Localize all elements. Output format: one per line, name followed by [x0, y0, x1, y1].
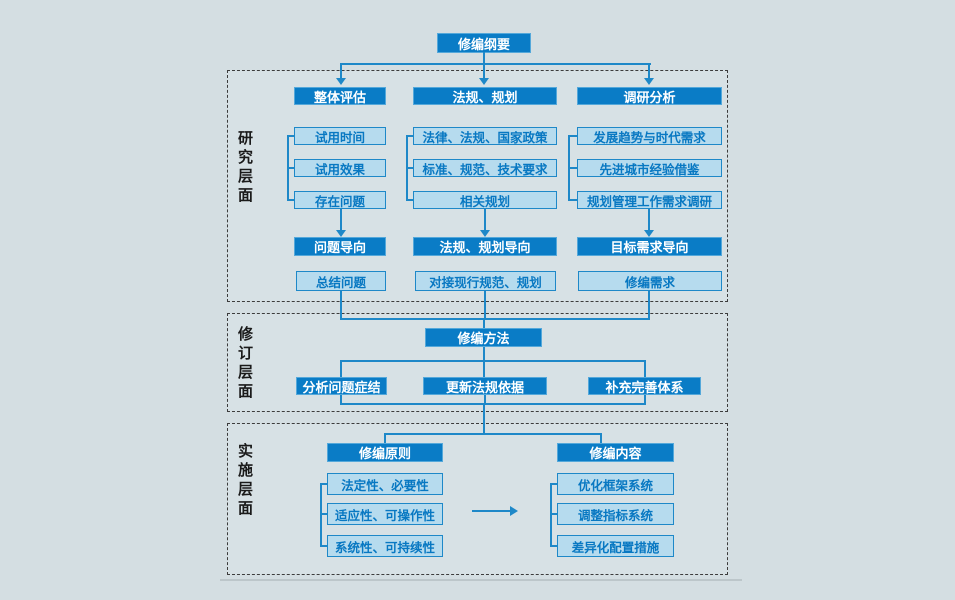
connector-vline	[483, 320, 485, 328]
connector-vline	[340, 360, 342, 377]
column-header-overall-evaluation: 整体评估	[294, 87, 386, 105]
connector-vline	[484, 209, 486, 230]
arrow-right-icon	[510, 506, 518, 516]
result-box-align: 对接现行规范、规划	[415, 271, 556, 291]
item-box: 标准、规范、技术要求	[413, 159, 557, 177]
connector-vline	[340, 209, 342, 230]
research-section	[227, 70, 728, 302]
connector-vline	[484, 395, 486, 404]
item-box: 相关规划	[413, 191, 557, 209]
connector-hline	[340, 403, 646, 405]
revision-method-box: 修编方法	[425, 328, 542, 347]
connector-hline	[384, 433, 602, 435]
item-box: 调整指标系统	[557, 503, 674, 525]
connector-hline	[340, 63, 651, 65]
connector-vline	[340, 395, 342, 404]
connector-vline	[483, 347, 485, 361]
content-header-box: 修编内容	[557, 443, 674, 462]
connector-hline	[340, 360, 646, 362]
bracket-line	[568, 199, 577, 201]
item-box: 优化框架系统	[557, 473, 674, 495]
connector-hline	[472, 510, 510, 512]
item-box: 发展趋势与时代需求	[577, 127, 722, 145]
connector-vline	[648, 291, 650, 319]
item-box: 规划管理工作需求调研	[577, 191, 722, 209]
item-box: 存在问题	[294, 191, 386, 209]
item-box: 法律、法规、国家政策	[413, 127, 557, 145]
connector-vline	[644, 395, 646, 404]
item-box: 试用效果	[294, 159, 386, 177]
section-label-revision: 修订层面	[236, 326, 254, 402]
action-box-supplement: 补充完善体系	[588, 377, 701, 395]
arrow-down-icon	[336, 78, 346, 85]
result-box-need: 修编需求	[578, 271, 722, 291]
item-box: 试用时间	[294, 127, 386, 145]
connector-vline	[483, 63, 485, 78]
bracket-line	[550, 545, 557, 547]
bracket-line	[287, 167, 295, 169]
item-box: 系统性、可持续性	[327, 535, 443, 557]
orientation-box-goal: 目标需求导向	[577, 237, 722, 256]
item-box: 先进城市经验借鉴	[577, 159, 722, 177]
shadow-divider	[220, 579, 742, 581]
bracket-line	[406, 167, 413, 169]
connector-vline	[340, 63, 342, 78]
item-box: 适应性、可操作性	[327, 503, 443, 525]
connector-vline	[644, 360, 646, 377]
arrow-down-icon	[336, 230, 346, 237]
column-header-regulations-planning: 法规、规划	[413, 87, 557, 105]
bracket-line	[568, 167, 577, 169]
revision-outline-box: 修编纲要	[437, 33, 531, 53]
bracket-line	[287, 135, 295, 137]
column-header-research-analysis: 调研分析	[577, 87, 722, 105]
arrow-down-icon	[644, 78, 654, 85]
connector-vline	[483, 52, 485, 63]
orientation-box-problem: 问题导向	[294, 237, 386, 256]
action-box-update: 更新法规依据	[423, 377, 547, 395]
bracket-line	[320, 545, 327, 547]
arrow-down-icon	[480, 230, 490, 237]
connector-vline	[648, 63, 650, 78]
bracket-line	[287, 199, 295, 201]
bracket-line	[406, 135, 413, 137]
arrow-down-icon	[479, 78, 489, 85]
bracket-line	[550, 483, 552, 547]
orientation-box-regulation: 法规、规划导向	[413, 237, 557, 256]
item-box: 差异化配置措施	[557, 535, 674, 557]
bracket-line	[320, 483, 322, 547]
connector-vline	[648, 209, 650, 230]
principles-header-box: 修编原则	[327, 443, 443, 462]
result-box-summary: 总结问题	[296, 271, 386, 291]
action-box-analyze: 分析问题症结	[296, 377, 387, 395]
bracket-line	[550, 483, 557, 485]
bracket-line	[320, 483, 327, 485]
section-label-implementation: 实施层面	[236, 443, 254, 519]
connector-vline	[384, 433, 386, 444]
bracket-line	[550, 513, 557, 515]
bracket-line	[320, 513, 327, 515]
connector-vline	[484, 291, 486, 319]
connector-vline	[600, 433, 602, 444]
arrow-down-icon	[644, 230, 654, 237]
connector-vline	[483, 360, 485, 377]
connector-hline	[340, 318, 650, 320]
connector-vline	[483, 403, 485, 434]
section-label-research: 研究层面	[236, 130, 254, 206]
bracket-line	[406, 199, 413, 201]
item-box: 法定性、必要性	[327, 473, 443, 495]
bracket-line	[568, 135, 577, 137]
connector-vline	[340, 291, 342, 319]
